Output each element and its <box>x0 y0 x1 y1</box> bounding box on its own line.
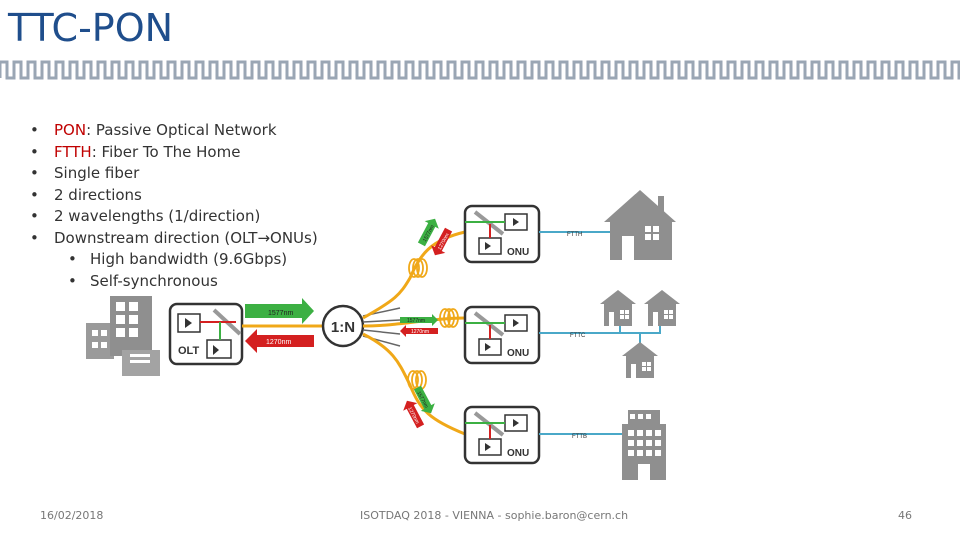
bullet-item-downstream: •Downstream direction (OLT→ONUs) <box>30 228 318 247</box>
splitter-label: 1:N <box>331 319 355 336</box>
footer-page-number: 46 <box>898 509 912 522</box>
upstream-wavelength-label: 1270nm <box>266 339 291 346</box>
fttb-label: FTTB <box>572 434 587 440</box>
home-house-icon <box>604 190 676 260</box>
title-underline-wave <box>0 60 960 80</box>
upstream-arrow: 1270nm <box>245 329 314 353</box>
olt-box: OLT <box>168 302 244 366</box>
sub-bullet-bandwidth: •High bandwidth (9.6Gbps) <box>68 250 288 268</box>
fttc-label: FTTC <box>570 333 586 339</box>
svg-text:ONU: ONU <box>507 348 529 359</box>
onu-box-fttc: ONU <box>463 305 541 365</box>
right-arrow-icon: → <box>257 228 271 247</box>
premises-links <box>539 231 661 435</box>
curb-houses-icon <box>600 290 680 378</box>
branch-wavelength-arrows: 1577nm 1270nm 1577nm 1270nm 1577nm 1270n… <box>400 218 453 429</box>
apartment-building-icon <box>622 410 666 480</box>
footer-event: ISOTDAQ 2018 - VIENNA - sophie.baron@cer… <box>360 509 629 522</box>
footer-date: 16/02/2018 <box>40 509 104 522</box>
olt-label: OLT <box>178 345 199 357</box>
bullet-item-single-fiber: •Single fiber <box>30 164 140 182</box>
downstream-wavelength-label: 1577nm <box>268 310 293 317</box>
bullet-list: •PON: Passive Optical Network •FTTH: Fib… <box>30 120 318 292</box>
sub-bullet-self-sync: •Self-synchronous <box>68 271 218 290</box>
onu-box-ftth: ONU <box>463 204 541 264</box>
splitter-node: 1:N <box>321 304 365 348</box>
bullet-item-pon: •PON: Passive Optical Network <box>30 121 277 139</box>
svg-text:1270nm: 1270nm <box>411 329 429 335</box>
olt-building-icon <box>86 296 160 376</box>
svg-text:ONU: ONU <box>507 448 529 459</box>
downstream-arrow: 1577nm <box>245 298 314 324</box>
svg-text:ONU: ONU <box>507 247 529 258</box>
slide-title: TTC-PON <box>8 6 174 50</box>
onu-box-fttb: ONU <box>463 405 541 465</box>
bullet-item-wavelengths: •2 wavelengths (1/direction) <box>30 207 261 225</box>
bullet-item-directions: •2 directions <box>30 185 142 204</box>
ftth-label: FTTH <box>567 232 582 238</box>
bullet-item-ftth: •FTTH: Fiber To The Home <box>30 142 241 161</box>
svg-text:1577nm: 1577nm <box>407 318 425 324</box>
